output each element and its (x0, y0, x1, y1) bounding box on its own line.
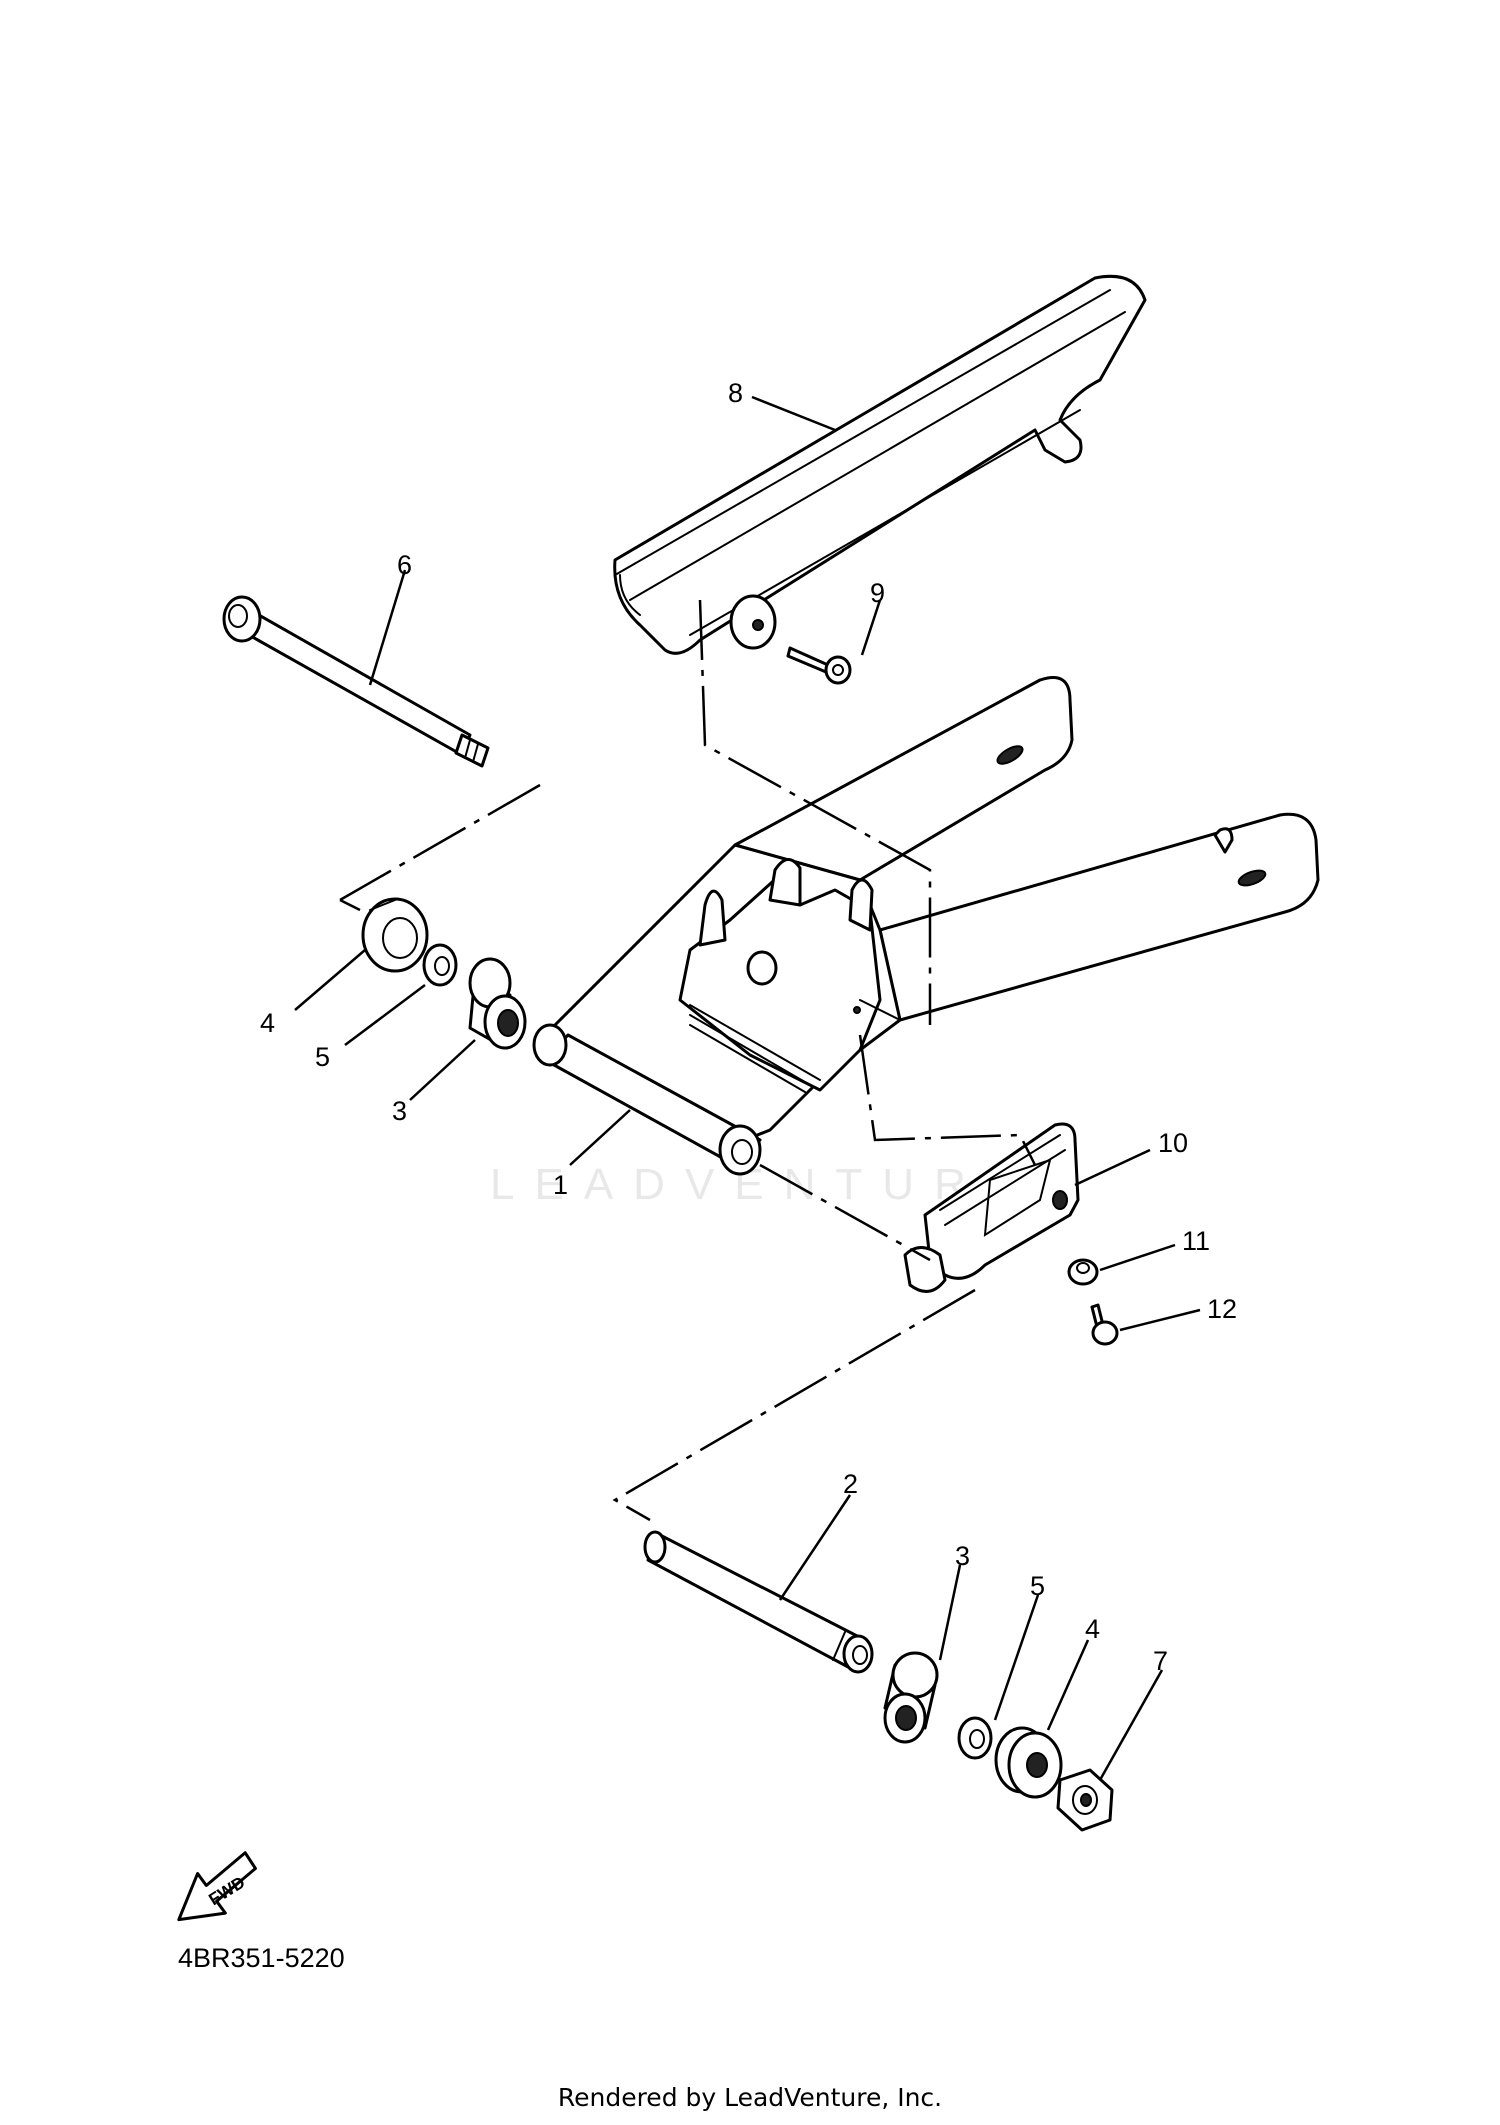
callout-9: 9 (870, 578, 885, 608)
part-5-washer-left[interactable] (422, 943, 458, 987)
callout-8: 8 (728, 378, 743, 408)
part-2-collar[interactable] (643, 1530, 874, 1674)
part-5-washer-right[interactable] (957, 1716, 993, 1760)
callout-3-left: 3 (392, 1096, 407, 1126)
callout-5-left: 5 (315, 1042, 330, 1072)
callouts: 8 6 9 4 5 3 1 10 11 12 2 3 5 4 7 (260, 378, 1237, 1676)
callout-10: 10 (1158, 1128, 1188, 1158)
assembly-lines (339, 599, 1037, 1522)
callout-5-right: 5 (1030, 1571, 1045, 1601)
part-9-bolt[interactable] (786, 646, 852, 685)
callout-11: 11 (1182, 1226, 1210, 1256)
rendered-by-footer: Rendered by LeadVenture, Inc. (557, 2083, 943, 2112)
fwd-arrow-icon: FWD (177, 1851, 257, 1922)
part-6-pivot-shaft[interactable] (222, 595, 490, 768)
part-4-oil-seal-right[interactable] (994, 1726, 1063, 1799)
callout-12: 12 (1207, 1294, 1237, 1324)
part-code-label: 4BR351-5220 (178, 1943, 345, 1973)
callout-2: 2 (843, 1469, 858, 1499)
callout-4-right: 4 (1085, 1614, 1100, 1644)
callout-1: 1 (553, 1170, 568, 1200)
leader-lines (294, 395, 1201, 1781)
part-12-screw[interactable] (1090, 1303, 1119, 1346)
part-8-chain-case[interactable] (613, 274, 1147, 655)
callout-3-right: 3 (955, 1541, 970, 1571)
part-1-swingarm[interactable] (532, 676, 1320, 1176)
part-7-nut[interactable] (1056, 1768, 1114, 1832)
callout-6: 6 (397, 550, 412, 580)
part-3-bearing-right[interactable] (883, 1651, 939, 1744)
part-11-nut[interactable] (1067, 1258, 1099, 1286)
part-3-bearing-left[interactable] (468, 957, 527, 1050)
callout-7: 7 (1153, 1646, 1168, 1676)
part-10-chain-pad[interactable] (903, 1122, 1080, 1293)
part-4-oil-seal-left[interactable] (361, 897, 429, 973)
callout-4-left: 4 (260, 1008, 275, 1038)
